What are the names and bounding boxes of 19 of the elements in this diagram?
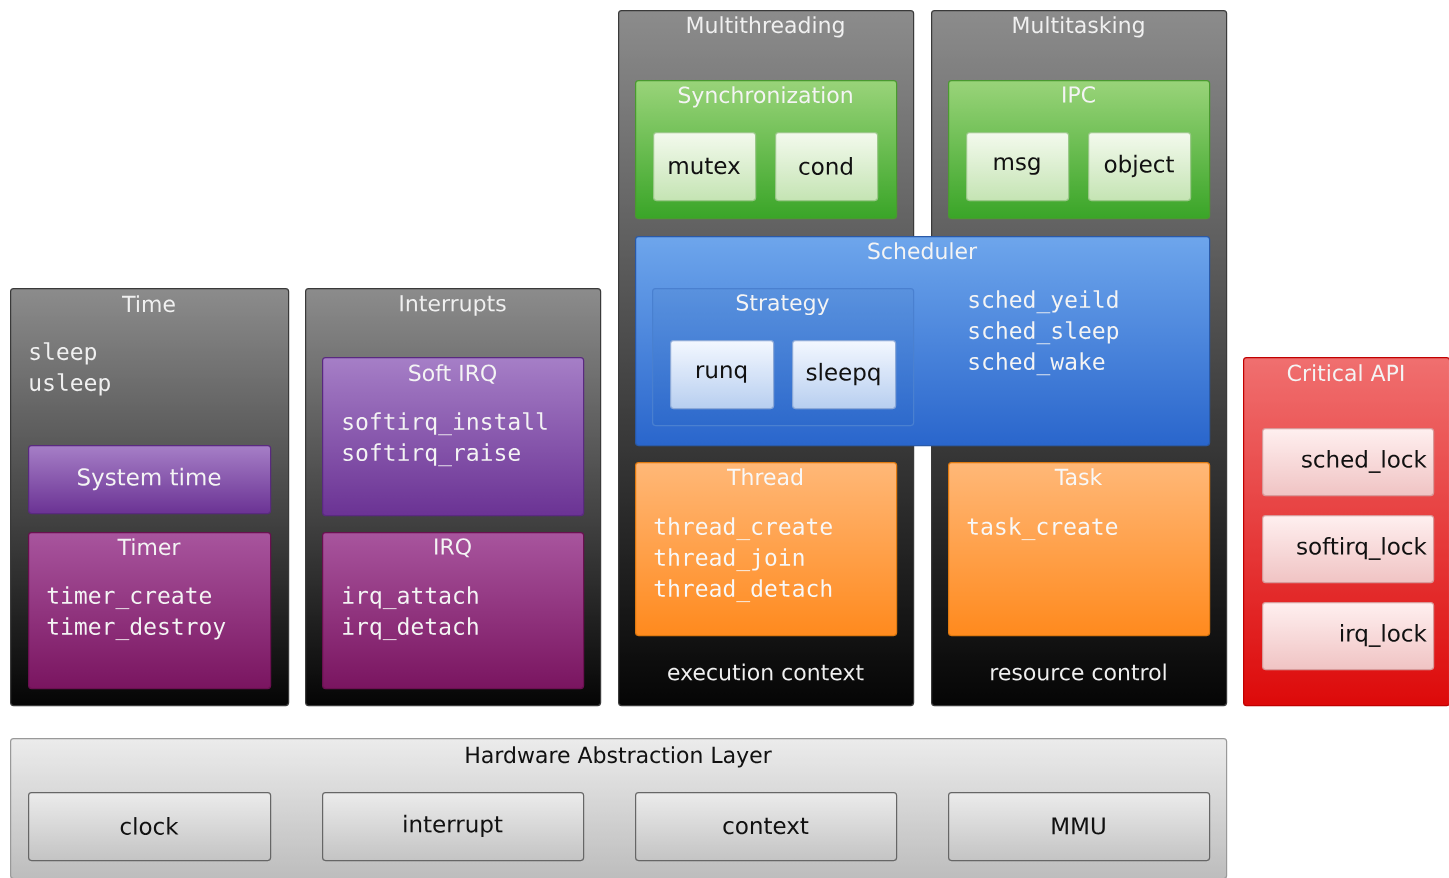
group-panel: IRQ irq_attach irq_detach [322, 532, 585, 690]
function-box: sched_lock [1262, 428, 1435, 497]
function-box: clock [28, 792, 272, 862]
function-box: runq [670, 340, 775, 410]
function-box: sleepq [792, 340, 897, 410]
function-box: msg [966, 132, 1070, 202]
group-panel: Soft IRQ softirq_install softirq_raise [322, 357, 585, 517]
function-box: interrupt [322, 792, 585, 862]
group-panel: System time [28, 445, 272, 515]
group-panel: Thread thread_create thread_join thread_detach [635, 462, 898, 637]
function-box: softirq_lock [1262, 515, 1435, 584]
group-panel: Task task_create [948, 462, 1211, 637]
function-box: object [1088, 132, 1192, 202]
function-box: irq_lock [1262, 602, 1435, 671]
function-box: context [635, 792, 898, 862]
function-box: MMU [948, 792, 1211, 862]
function-box: mutex [653, 132, 757, 202]
function-box: cond [775, 132, 879, 202]
group-panel: Timer timer_create timer_destroy [28, 532, 272, 690]
